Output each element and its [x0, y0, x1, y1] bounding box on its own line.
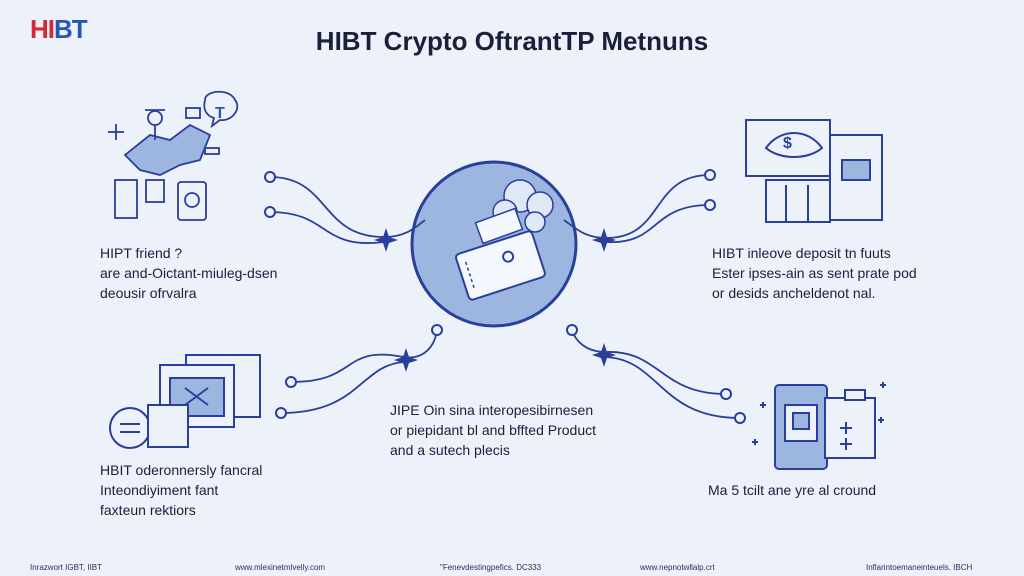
bottom-right-line-1: Ma 5 tcilt ane yre al cround [708, 482, 877, 498]
top-right-line-2: Ester ipses-ain as sent prate pod [712, 265, 917, 281]
svg-text:T: T [215, 105, 225, 122]
bottom-left-line-1: HBIT oderonnersly fancral [100, 462, 263, 478]
top-left-description: HIPT friend ? are and-Oictant-miuleg-dse… [100, 243, 277, 303]
exchange-people-icon: T [108, 90, 239, 221]
bottom-center-description: JIPE Oin sina interopesibirnesen or piep… [390, 400, 596, 460]
documents-icon [109, 354, 261, 449]
footer-right: Inflarintoemaneinteuels. IBCH [866, 563, 973, 572]
top-left-line-3: deousir ofrvalra [100, 285, 197, 301]
bottom-center-line-3: and a sutech plecis [390, 442, 510, 458]
bottom-left-description: HBIT oderonnersly fancral Inteondiyiment… [100, 460, 262, 520]
svg-text:$: $ [783, 135, 792, 152]
top-right-line-3: or desids ancheldenot nal. [712, 285, 876, 301]
footer-center-left: www.mlexinetmlvelly.com [235, 563, 326, 572]
bottom-center-line-2: or piepidant bl and bffted Product [390, 422, 597, 438]
central-crypto-circle [410, 160, 578, 328]
footer-center: "Fenevdestingpefics. DC333 [440, 563, 542, 572]
bottom-center-line-1: JIPE Oin sina interopesibirnesen [390, 402, 594, 418]
top-right-line-1: HIBT inleove deposit tn fuuts [712, 245, 891, 261]
tablet-icon [752, 382, 886, 470]
footer-left: Inrazwort IGBT, IIBT [30, 563, 103, 572]
connector-lines [269, 174, 741, 419]
bottom-right-description: Ma 5 tcilt ane yre al cround [708, 480, 876, 500]
top-left-line-2: are and-Oictant-miuleg-dsen [100, 265, 278, 281]
deposit-machine-icon: $ [745, 119, 883, 223]
top-left-line-1: HIPT friend ? [100, 245, 183, 261]
page-title: HIBT Crypto OftrantTP Metnuns [315, 26, 709, 56]
bottom-left-line-3: faxteun rektiors [100, 502, 196, 518]
top-right-description: HIBT inleove deposit tn fuuts Ester ipse… [712, 243, 917, 303]
bottom-left-line-2: Inteondiyiment fant [100, 482, 219, 498]
footer-center-right: www.nepnotwllalp.crt [640, 563, 715, 572]
connector-endpoints [264, 169, 746, 424]
hibt-logo: HIBT [30, 14, 88, 44]
